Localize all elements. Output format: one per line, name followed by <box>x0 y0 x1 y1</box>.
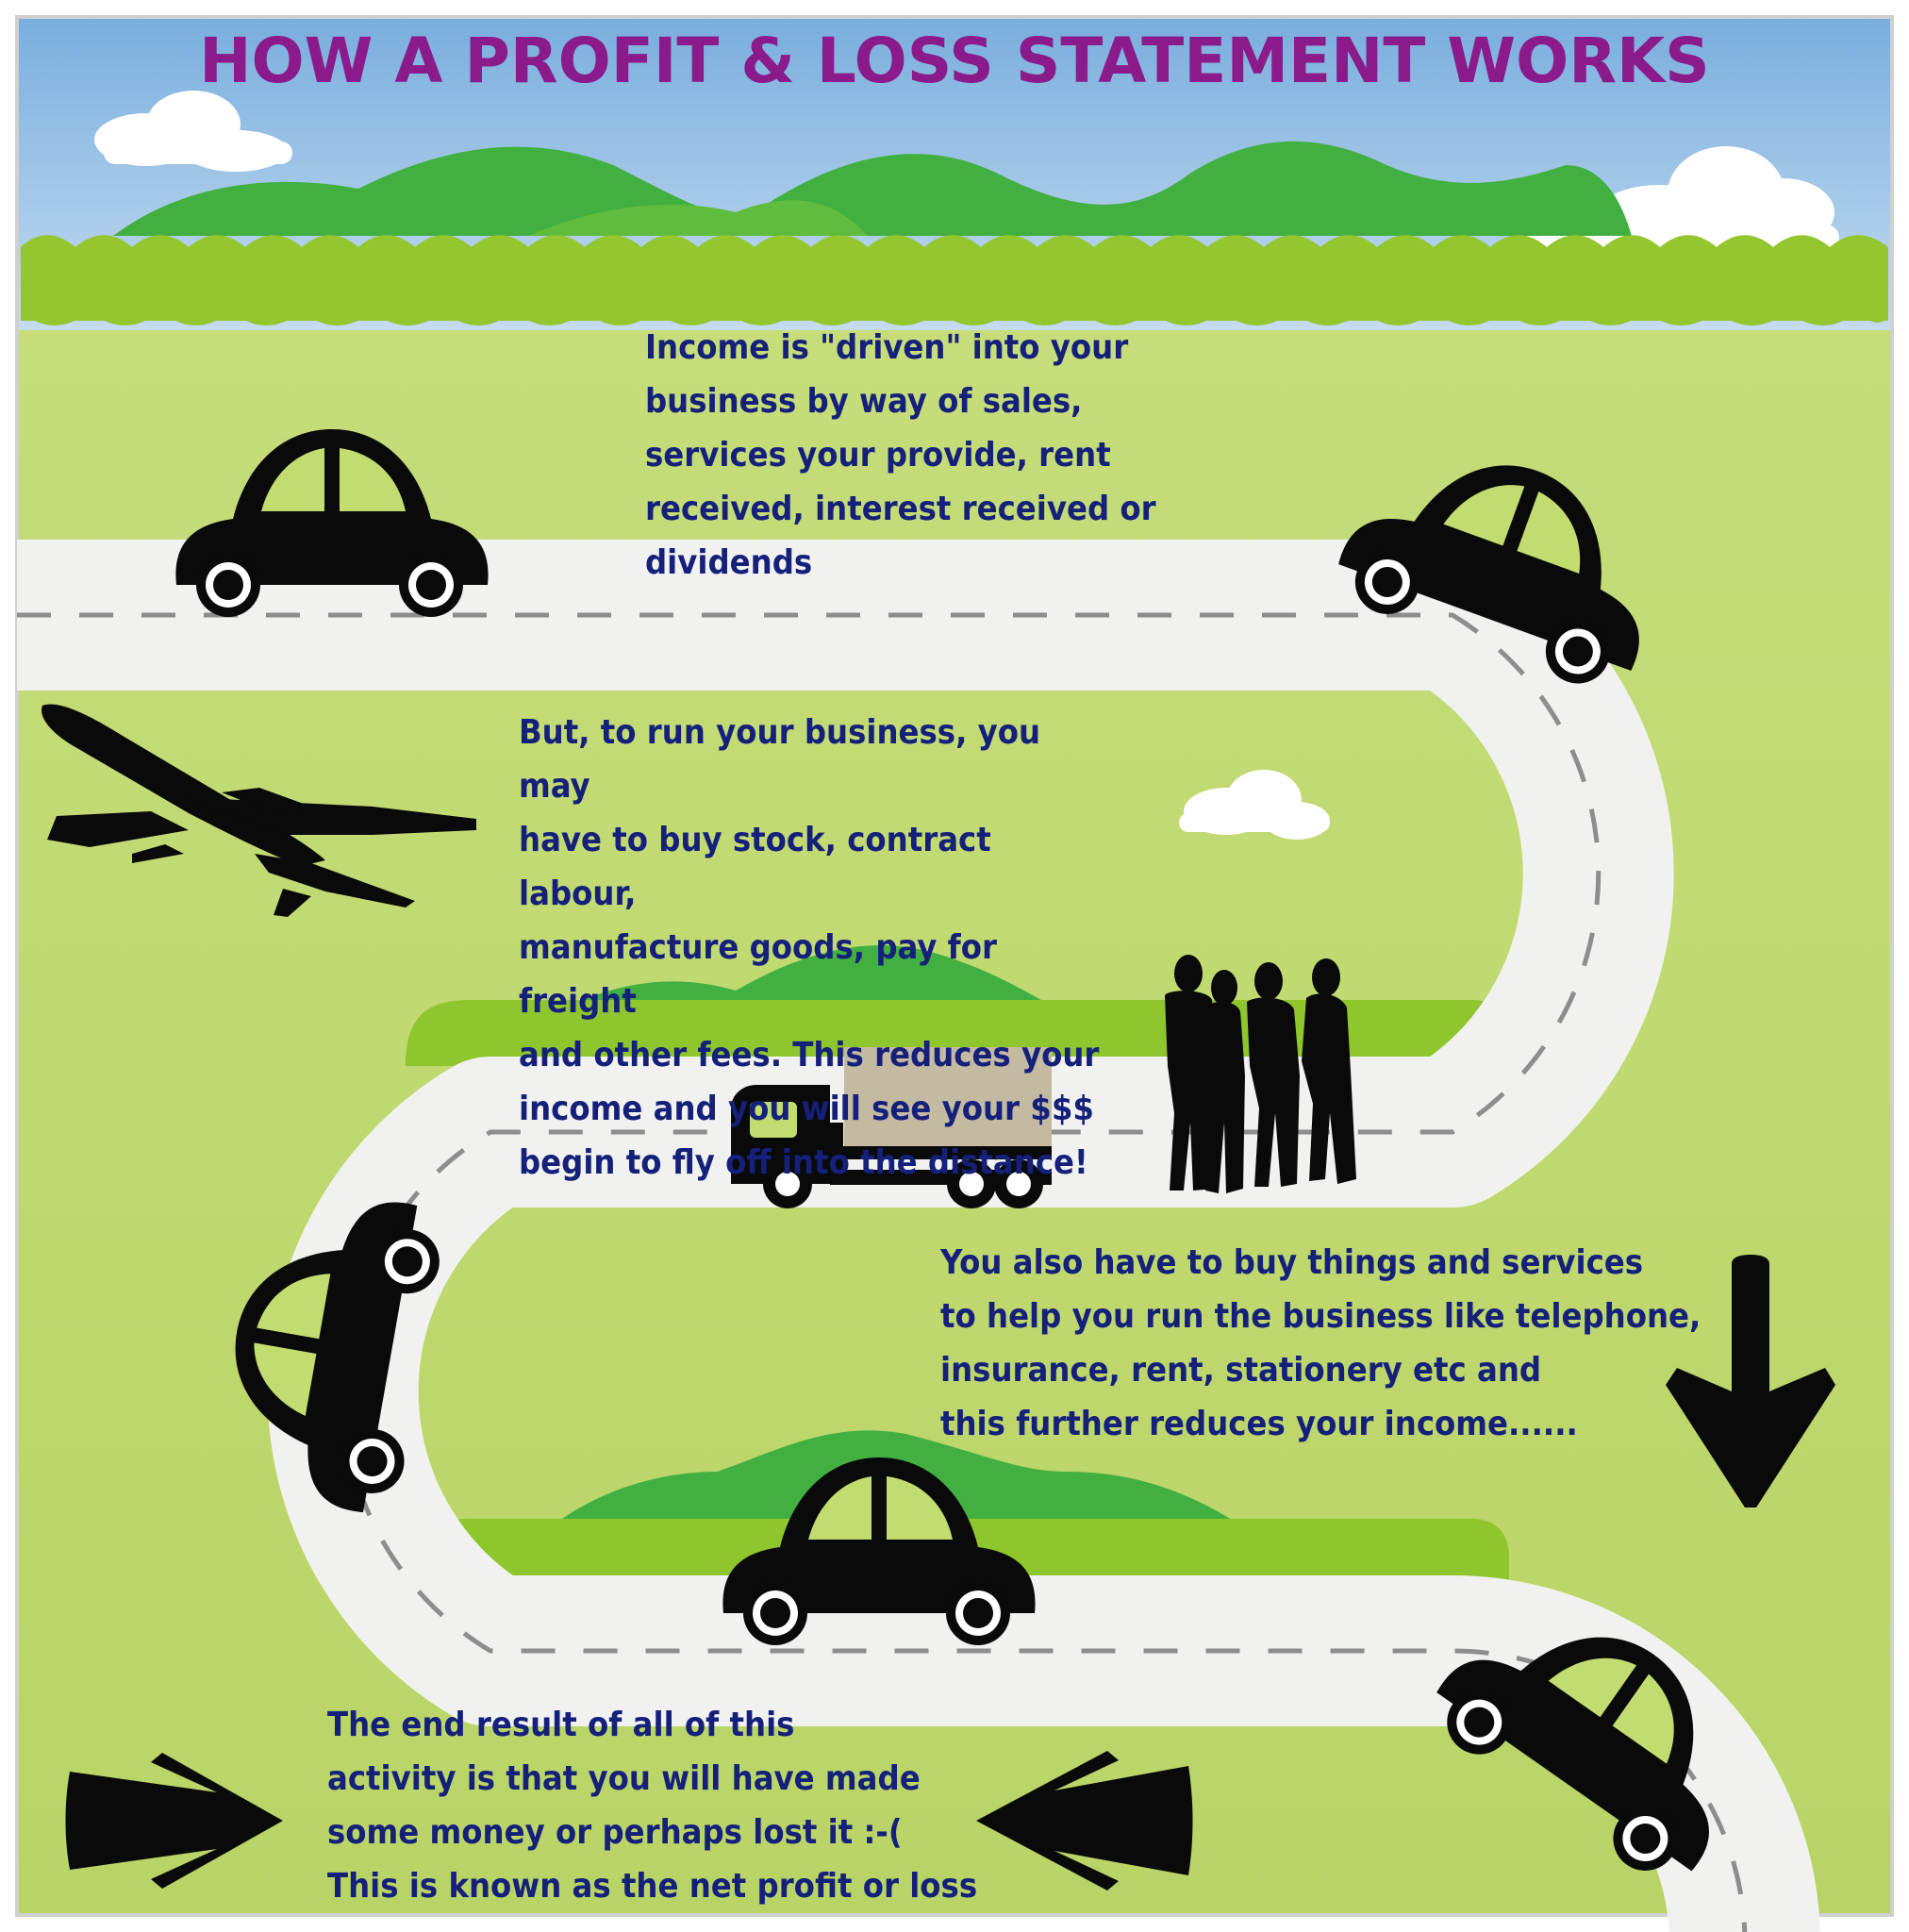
people-silhouette-icon <box>1165 955 1356 1193</box>
income-text: Income is "driven" into your business by… <box>645 328 1156 582</box>
car-icon <box>722 1457 1036 1645</box>
hill-icon <box>21 302 1888 325</box>
car-icon <box>175 429 489 617</box>
airplane-icon <box>42 704 476 917</box>
hill-icon <box>21 235 1888 321</box>
arrow-left-icon <box>976 1751 1193 1890</box>
cloud-icon <box>94 91 292 172</box>
page-title: HOW A PROFIT & LOSS STATEMENT WORKS <box>199 25 1710 97</box>
result-text: The end result of all of this activity i… <box>327 1706 978 1906</box>
hill-icon <box>113 141 1632 236</box>
cloud-icon <box>1179 770 1330 840</box>
costs-text: But, to run your business, you may have … <box>519 713 1100 1182</box>
arrow-right-icon <box>65 1753 283 1889</box>
hill-icon <box>528 200 868 236</box>
car-icon <box>1338 465 1639 684</box>
car-icon <box>1436 1637 1709 1872</box>
truck-icon <box>731 1047 1052 1208</box>
car-icon <box>235 1202 440 1513</box>
expenses-text: You also have to buy things and services… <box>940 1243 1702 1443</box>
arrow-down-icon <box>1666 1255 1835 1507</box>
